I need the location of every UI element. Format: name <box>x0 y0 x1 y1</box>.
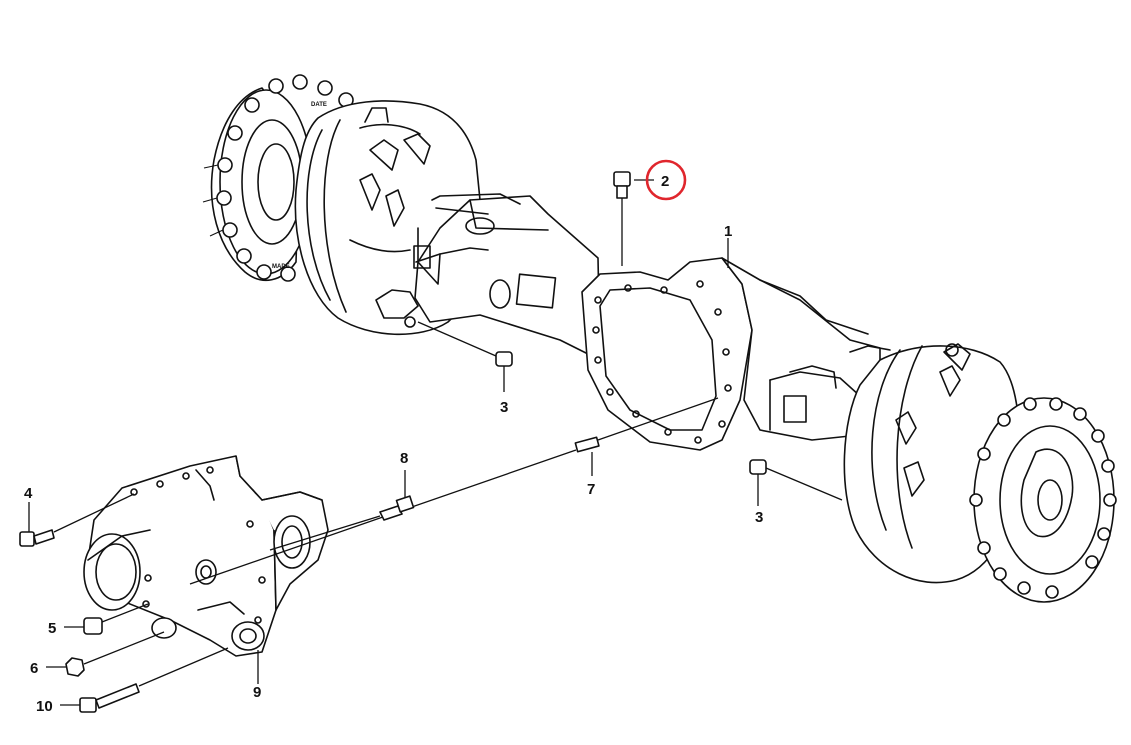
callout-1: 1 <box>724 223 732 240</box>
callout-7: 7 <box>587 481 595 498</box>
hub-marking-top: DATE <box>311 102 327 108</box>
carrier-mounting-holes <box>130 466 266 624</box>
callout-3-left: 3 <box>500 399 508 416</box>
carrier-flange-bolt-holes <box>592 280 732 444</box>
right-wheel-hub <box>843 343 1117 603</box>
differential-carrier <box>83 455 329 657</box>
right-hub-studs <box>969 397 1117 599</box>
callout-3-right: 3 <box>755 509 763 526</box>
plug-6 <box>46 631 165 677</box>
callout-4: 4 <box>24 485 33 502</box>
bolt-10 <box>60 647 229 713</box>
bolt-4 <box>19 493 135 547</box>
callout-8: 8 <box>400 450 408 467</box>
axle-housing <box>413 193 891 451</box>
hub-marking-side: MADE <box>272 264 290 270</box>
callout-5: 5 <box>48 620 56 637</box>
highlight-ring-2 <box>645 159 687 201</box>
callout-6: 6 <box>30 660 38 677</box>
left-hub-studs <box>202 74 354 282</box>
stud-bolt <box>269 470 415 551</box>
drain-plug-right <box>749 459 843 506</box>
dowel-pin <box>189 397 719 585</box>
callout-9: 9 <box>253 684 261 701</box>
breather-plug <box>613 171 631 266</box>
drain-plug-left <box>417 321 513 392</box>
callout-2: 2 <box>661 173 669 190</box>
callout-10: 10 <box>36 698 53 715</box>
plug-5 <box>64 603 149 635</box>
